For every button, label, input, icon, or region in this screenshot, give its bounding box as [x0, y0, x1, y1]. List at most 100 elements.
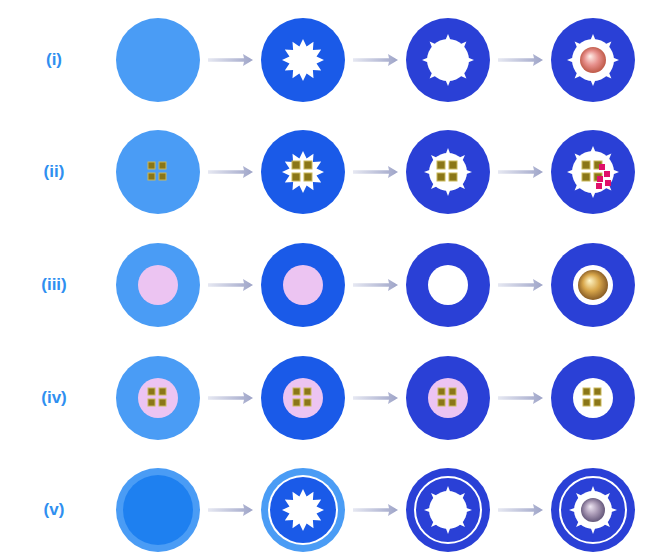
particle-stage — [551, 356, 635, 440]
cubic-particle — [583, 388, 590, 395]
cavity-spike — [446, 486, 451, 492]
cavity-spike — [605, 42, 611, 48]
cubic-particle — [304, 388, 311, 395]
cavity-spike — [460, 42, 466, 48]
template-core — [283, 265, 323, 305]
process-arrow — [498, 504, 543, 516]
particle-stage — [116, 130, 200, 214]
cavity-spike — [446, 528, 451, 534]
cavity-spike — [590, 34, 595, 40]
deposited-particle — [596, 183, 602, 189]
cavity-spike — [466, 170, 472, 175]
row-label: (ii) — [24, 162, 84, 182]
cavity-spike — [468, 57, 474, 62]
particle-stage — [406, 356, 490, 440]
cubic-particle — [594, 388, 601, 395]
process-arrow — [208, 392, 253, 404]
process-arrow — [208, 166, 253, 178]
cavity-spike — [575, 42, 581, 48]
particle-disc — [116, 243, 200, 327]
cubic-particle — [293, 399, 300, 406]
process-arrow — [353, 166, 398, 178]
process-arrow — [208, 54, 253, 66]
particle-stage — [261, 243, 345, 327]
cavity-spike — [460, 72, 466, 78]
particle-disc — [551, 468, 635, 552]
cubic-particle — [304, 161, 312, 169]
particle-stage — [261, 18, 345, 102]
cavity-spike — [459, 155, 465, 161]
cavity-spike — [605, 72, 611, 78]
deposited-particle — [605, 180, 611, 186]
particle-disc — [261, 130, 345, 214]
process-arrow — [353, 54, 398, 66]
particle-disc — [406, 468, 490, 552]
cavity-spike — [567, 57, 573, 62]
particle-stage — [406, 130, 490, 214]
deposited-particle — [604, 171, 610, 177]
particle-stage — [261, 468, 345, 552]
inner-core — [123, 475, 193, 545]
particle-disc — [417, 479, 479, 541]
cubic-particle — [148, 399, 155, 406]
cavity-spike — [446, 190, 451, 196]
cavity-spike — [431, 521, 437, 527]
cavity-spike — [576, 521, 582, 527]
cavity-spike — [446, 148, 451, 154]
shell-ring — [560, 477, 626, 543]
core-sphere — [578, 270, 608, 300]
gap-ring — [268, 475, 338, 545]
particle-stage — [116, 356, 200, 440]
deposited-particle — [597, 176, 603, 182]
cubic-particle — [293, 388, 300, 395]
particle-disc — [406, 18, 490, 102]
cubic-particle — [292, 161, 300, 169]
cavity-spike — [590, 192, 595, 198]
cavity-spike — [605, 154, 611, 160]
particle-stage — [406, 18, 490, 102]
cubic-particle — [594, 173, 602, 181]
particle-disc — [261, 18, 345, 102]
cubic-particle — [148, 173, 155, 180]
cubic-particle — [304, 399, 311, 406]
etched-cavity — [282, 39, 324, 81]
cavity-spike — [613, 57, 619, 62]
process-arrow — [498, 166, 543, 178]
hollow-cavity — [573, 265, 613, 305]
cubic-particle — [582, 161, 590, 169]
hollow-cavity — [429, 153, 467, 191]
particle-stage — [116, 243, 200, 327]
cavity-spike — [575, 154, 581, 160]
process-arrow — [498, 392, 543, 404]
particle-disc — [261, 356, 345, 440]
cubic-particle — [594, 399, 601, 406]
process-arrow — [353, 279, 398, 291]
cubic-particle — [583, 399, 590, 406]
cubic-particle — [292, 173, 300, 181]
cubic-particle — [159, 173, 166, 180]
particle-disc — [406, 243, 490, 327]
cavity-spike — [424, 508, 430, 513]
cubic-particle — [449, 173, 457, 181]
particle-stage — [261, 356, 345, 440]
particle-disc — [116, 18, 200, 102]
cubic-particle — [449, 161, 457, 169]
particle-stage — [406, 468, 490, 552]
particle-stage — [551, 243, 635, 327]
cavity-spike — [422, 57, 428, 62]
particle-stage — [551, 130, 635, 214]
cubic-particle — [582, 173, 590, 181]
particle-stage — [261, 130, 345, 214]
cubic-particle — [438, 399, 445, 406]
cavity-spike — [567, 169, 573, 174]
particle-disc — [116, 130, 200, 214]
cavity-spike — [569, 508, 575, 513]
template-core — [283, 378, 323, 418]
cubic-particle — [449, 388, 456, 395]
cubic-particle — [159, 388, 166, 395]
hollow-cavity — [572, 151, 614, 193]
row-label: (iv) — [24, 388, 84, 408]
cavity-spike — [604, 521, 610, 527]
cavity-spike — [431, 493, 437, 499]
